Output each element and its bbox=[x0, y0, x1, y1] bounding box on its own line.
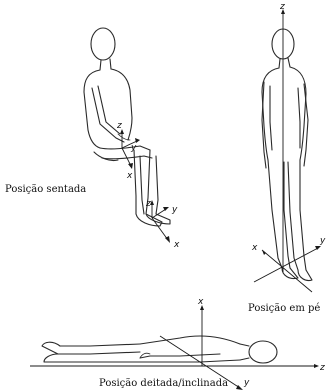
standing-y-label: y bbox=[319, 236, 326, 246]
seat-y-label: y bbox=[130, 143, 137, 153]
standing-x-label: x bbox=[251, 243, 258, 253]
lying-figure bbox=[42, 336, 277, 363]
feet-x-label: x bbox=[173, 240, 180, 250]
seat-x-label: x bbox=[126, 171, 133, 181]
caption-standing: Posição em pé bbox=[248, 303, 320, 314]
sitting-seat-axes: z x y bbox=[116, 121, 140, 181]
caption-lying: Posição deitada/inclinada bbox=[99, 378, 228, 389]
feet-z-label: z bbox=[145, 199, 151, 209]
lying-x-label: x bbox=[197, 297, 204, 307]
lying-z-label: z bbox=[319, 363, 325, 373]
sitting-figure bbox=[84, 28, 170, 226]
caption-sitting: Posição sentada bbox=[5, 184, 86, 195]
seat-z-label: z bbox=[116, 121, 122, 131]
lying-y-label: y bbox=[243, 378, 250, 388]
standing-figure bbox=[262, 29, 312, 281]
feet-y-label: y bbox=[171, 205, 178, 215]
standing-z-label: z bbox=[279, 2, 285, 12]
standing-axes: z x y bbox=[251, 2, 326, 292]
